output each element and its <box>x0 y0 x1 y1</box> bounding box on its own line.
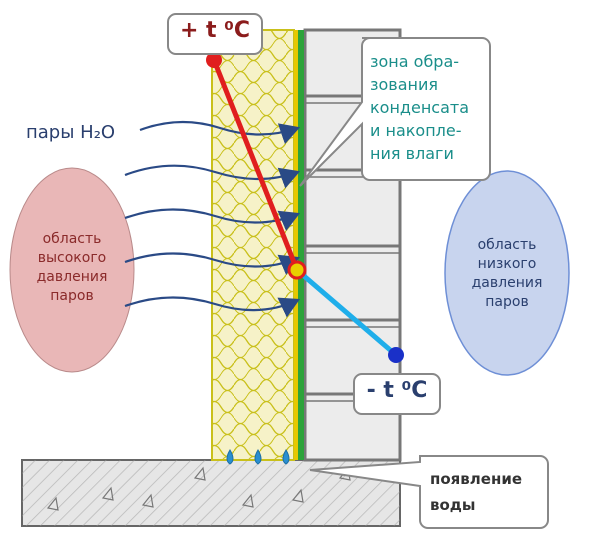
high-pressure-line-1: область <box>42 231 102 247</box>
high-pressure-line-3: давления <box>36 269 108 285</box>
low-pressure-area <box>444 170 570 376</box>
water-line-1: появление <box>430 470 522 488</box>
water-drops <box>226 449 290 465</box>
cold-temp-box <box>353 373 441 415</box>
hot-temperature-label: + t ⁰C <box>179 18 251 43</box>
low-pressure-label: область низкого давления паров <box>455 236 559 312</box>
dew-point <box>287 260 307 280</box>
hot-temp-box <box>167 13 263 55</box>
hot-point <box>206 52 222 68</box>
cold-point <box>388 347 404 363</box>
condensation-line-5: ния влаги <box>370 144 454 163</box>
low-pressure-line-4: паров <box>485 294 529 310</box>
water-line-2: воды <box>430 496 476 514</box>
vapor-label: пары H₂O <box>26 122 116 143</box>
hot-temperature-line <box>211 59 300 271</box>
membrane-green <box>298 30 304 460</box>
condensation-line-4: и накопле- <box>370 121 462 140</box>
low-pressure-line-1: область <box>477 237 537 253</box>
condensation-line-1: зона обра- <box>370 52 460 71</box>
condensation-line-2: зования <box>370 75 439 94</box>
membrane-yellow <box>294 30 298 460</box>
cold-temperature-line <box>295 268 398 357</box>
water-callout-box <box>309 455 549 529</box>
condensation-zone-label: зона обра- зования конденсата и накопле-… <box>370 50 486 165</box>
low-pressure-line-2: низкого <box>477 256 537 272</box>
low-pressure-line-3: давления <box>471 275 543 291</box>
condensation-line-3: конденсата <box>370 98 470 117</box>
water-appearance-label: появление воды <box>430 466 542 518</box>
high-pressure-line-4: паров <box>50 288 94 304</box>
insulation-layer <box>211 29 295 461</box>
cold-temperature-label: - t ⁰C <box>366 378 428 403</box>
foundation-triangles <box>46 466 351 511</box>
condensation-callout-box <box>299 37 491 187</box>
high-pressure-label: область высокого давления паров <box>20 230 124 306</box>
vapor-arrows <box>124 120 301 318</box>
high-pressure-line-2: высокого <box>37 250 107 266</box>
high-pressure-area <box>9 167 135 373</box>
